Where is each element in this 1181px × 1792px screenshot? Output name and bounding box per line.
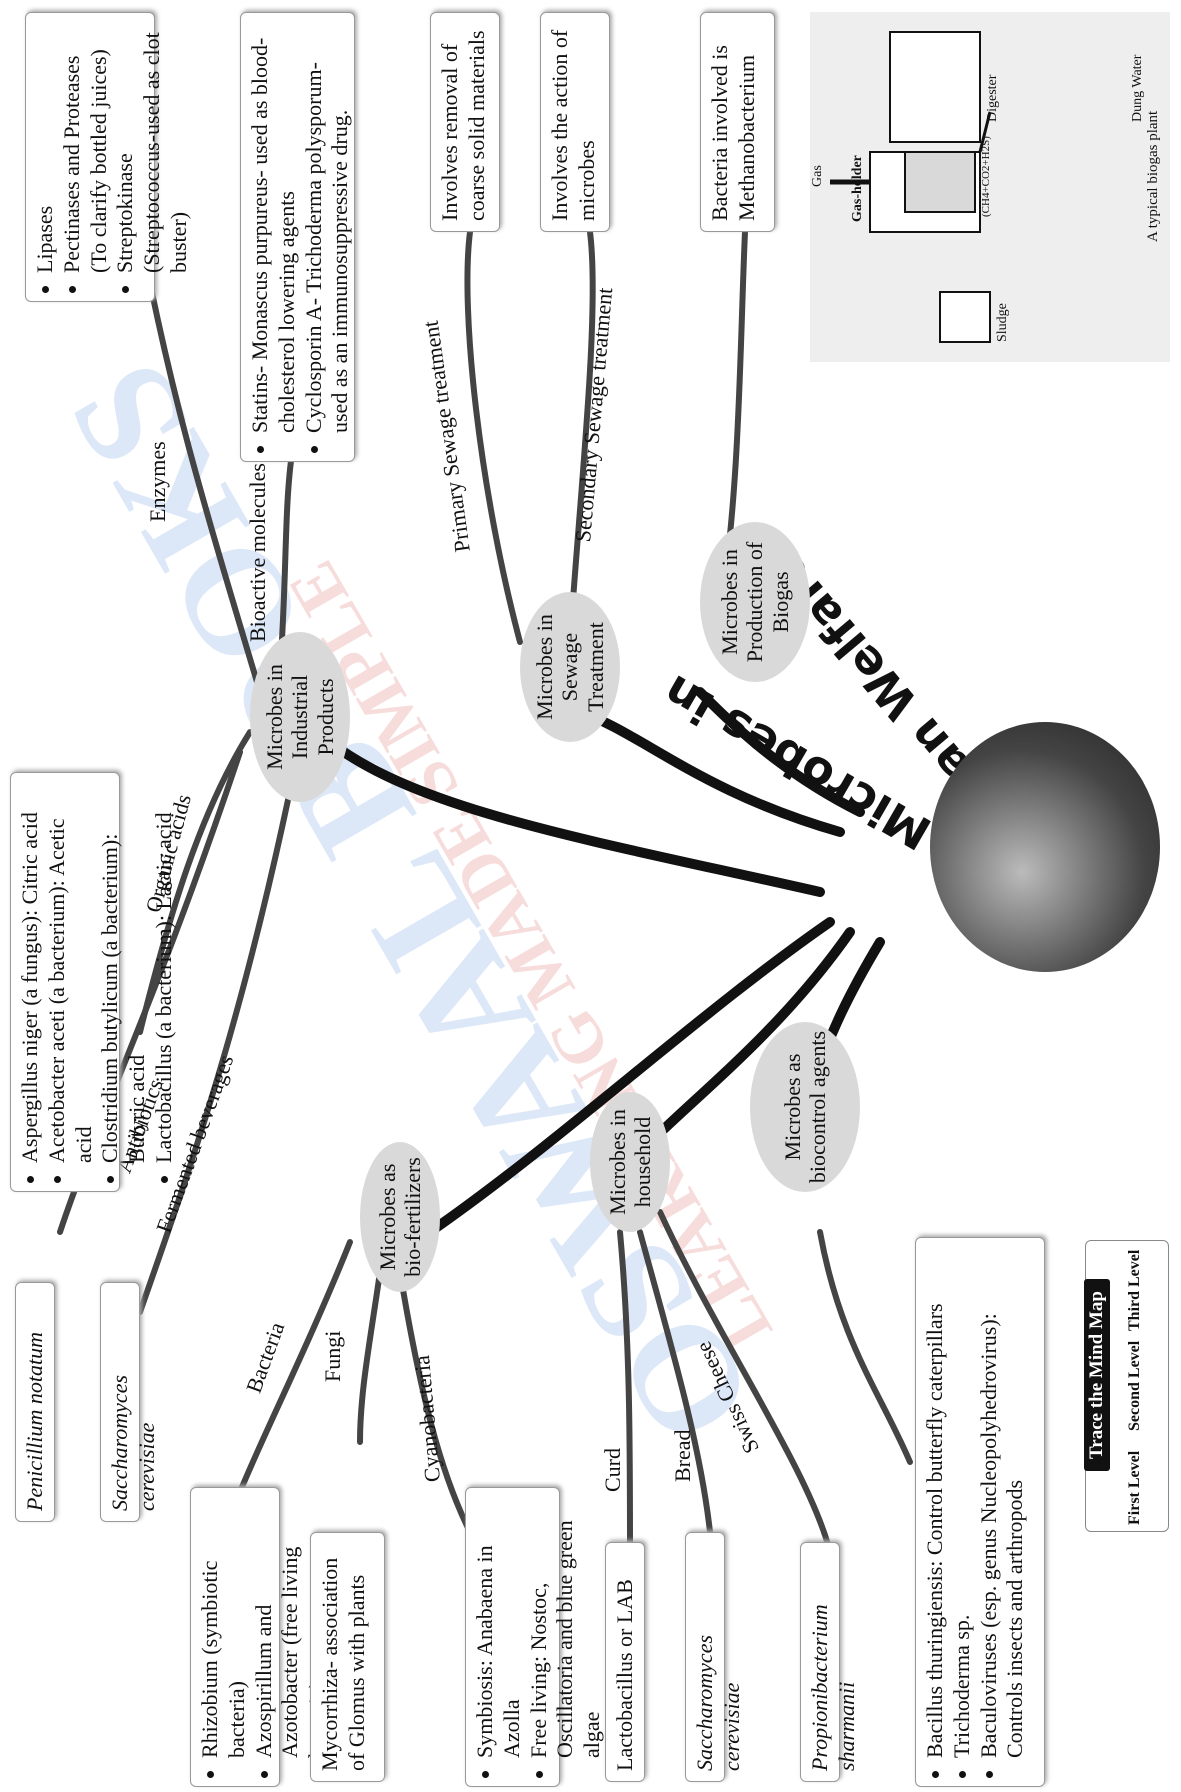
legend-second-level: Second Level: [1126, 1340, 1143, 1431]
bioactive-item: Statins- Monascus purpureus- used as blo…: [247, 23, 301, 433]
box-antibiotics: Penicillium notatum: [15, 1282, 55, 1522]
biocontrol-item: Trichoderma sp.: [949, 1248, 976, 1758]
node-biofert: Microbes as bio-fertilizers: [360, 1142, 440, 1292]
box-biocontrol: Bacillus thuringiensis: Control butterfl…: [915, 1237, 1045, 1787]
link-fermented: [137, 739, 303, 1315]
link-secondary: [567, 229, 596, 645]
link-bacteria: [237, 1239, 353, 1495]
box-fermented: Saccharomyces cerevisiae: [100, 1282, 159, 1522]
link-swiss: [657, 1209, 833, 1555]
organic-acid-item: Clostridium butylicum (a bacterium): But…: [97, 783, 151, 1163]
link-industrial: [325, 737, 825, 897]
organic-acid-item: Lactobacillus (a bacterium): Lactic acid: [151, 783, 178, 1163]
legend-third-level: Third Level: [1126, 1249, 1143, 1331]
box-biogas: Bacteria involved is Methanobacterium: [700, 12, 775, 232]
biogas-label-gas-holder: Gas-holder: [850, 155, 865, 222]
biogas-label-digester: Digester: [985, 74, 1000, 122]
box-cyanobacteria: Symbiosis: Anabaena in Azolla Free livin…: [465, 1487, 604, 1787]
link-bread: [637, 1229, 713, 1535]
label-bread: Bread: [670, 1429, 695, 1482]
box-enzymes: Lipases Pectinases and Proteases (To cla…: [25, 12, 191, 302]
label-curd: Curd: [600, 1448, 625, 1492]
link-biocontrol-box: [817, 1229, 913, 1465]
link-organic-acids: [137, 729, 253, 1035]
enzyme-item: Pectinases and Proteases (To clarify bot…: [59, 23, 113, 273]
box-primary: Involves removal of coarse solid materia…: [430, 12, 500, 232]
bioactive-item: Cyclosporin A- Trichoderma polysporum- u…: [301, 23, 355, 433]
biogas-label-formula: (CH4+CO2+H2S): [980, 136, 992, 217]
box-secondary: Involves the action of microbes: [540, 12, 610, 232]
biogas-label-gas: Gas: [810, 165, 825, 187]
link-fungi: [357, 1269, 383, 1445]
node-household: Microbes in household: [590, 1092, 670, 1232]
legend-header: Trace the Mind Map: [1084, 1279, 1110, 1471]
biogas-label-sludge: Sludge: [995, 303, 1010, 342]
cyanobacteria-item: Free living: Nostoc, Oscillatoria and bl…: [526, 1498, 606, 1758]
label-fungi: Fungi: [320, 1330, 345, 1382]
bacteria-item: Rhizobium (symbiotic bacteria): [197, 1498, 251, 1758]
box-organic-acids: Aspergillus niger (a fungus): Citric aci…: [10, 772, 176, 1192]
box-swiss: Propionibacterium sharmanii: [800, 1542, 859, 1782]
link-biofert: [425, 917, 835, 1237]
enzyme-item: Lipases: [32, 23, 59, 273]
biocontrol-item: Baculoviruses (esp. genus Nucleopolyhedr…: [976, 1248, 1030, 1758]
label-enzymes: Enzymes: [145, 441, 170, 522]
box-curd: Lactobacillus or LAB: [605, 1542, 645, 1782]
node-biogas: Microbes in Production of Biogas: [700, 522, 810, 682]
node-sewage: Microbes in Sewage Treatment: [520, 592, 620, 742]
box-bacteria: Rhizobium (symbiotic bacteria) Azospiril…: [190, 1487, 329, 1787]
link-biogas: [695, 687, 865, 817]
box-fungi: Mycorrhiza- association of Glomus with p…: [310, 1532, 385, 1782]
node-industrial: Microbes in Industrial Products: [250, 632, 350, 802]
brain-illustration: [930, 722, 1160, 972]
enzyme-item: Streptokinase (Streptococcus-used as clo…: [112, 23, 192, 273]
node-biocontrol: Microbes as biocontrol agents: [750, 1022, 860, 1192]
link-cyanobacteria: [397, 1269, 473, 1535]
label-bioactive: Bioactive molecules: [245, 463, 270, 642]
biocontrol-item: Bacillus thuringiensis: Control butterfl…: [922, 1248, 949, 1758]
trace-mind-map-legend: Trace the Mind Map First Level Second Le…: [1084, 1240, 1169, 1532]
biogas-plant-diagram: Gas Gas-holder Sludge Digester (CH4+CO2+…: [810, 12, 1170, 362]
organic-acid-item: Aspergillus niger (a fungus): Citric aci…: [17, 783, 44, 1163]
organic-acid-item: Acetobacter aceti (a bacterium): Acetic …: [44, 783, 98, 1163]
box-bread: Saccharomyces cerevisiae: [685, 1532, 744, 1782]
biogas-plant-drawing: [810, 12, 1170, 362]
biogas-caption: A typical biogas plant: [1145, 110, 1161, 242]
link-curd: [617, 1229, 633, 1555]
legend-first-level: First Level: [1126, 1450, 1143, 1525]
link-primary: [464, 229, 523, 645]
biogas-label-dung-water: Dung Water: [1130, 54, 1145, 122]
box-bioactive: Statins- Monascus purpureus- used as blo…: [240, 12, 355, 462]
cyanobacteria-item: Symbiosis: Anabaena in Azolla: [472, 1498, 526, 1758]
